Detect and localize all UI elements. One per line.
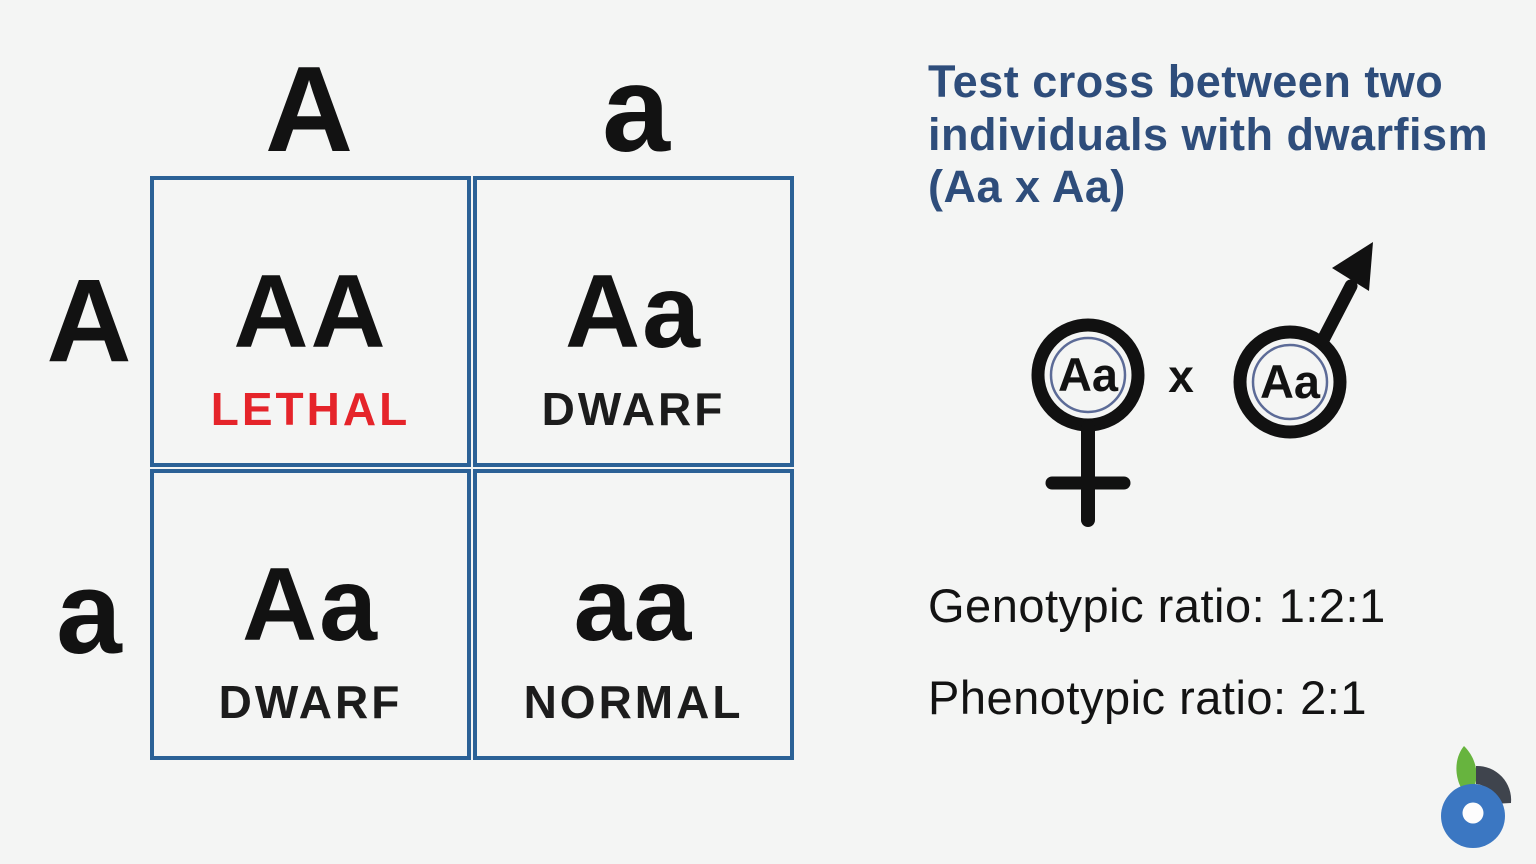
logo-swirl-shape [1476, 765, 1512, 804]
male-genotype-text: Aa [1260, 355, 1321, 408]
male-symbol-icon: Aa [1233, 242, 1373, 439]
phenotype-label: LETHAL [210, 382, 411, 435]
genotype-text: aa [573, 546, 694, 663]
punnett-cell-aa-normal: aa NORMAL [473, 469, 794, 760]
genotype-text: AA [233, 253, 388, 370]
punnett-col-header-a: a [602, 41, 670, 177]
punnett-cell-Aa-dwarf-bottom: Aa DWARF [150, 469, 471, 760]
cross-title-line-3: (Aa x Aa) [928, 161, 1126, 213]
punnett-row-header-a: a [56, 547, 122, 679]
phenotype-label: DWARF [218, 675, 403, 728]
cross-title-line-1: Test cross between two [928, 56, 1444, 107]
cross-x-label: x [1168, 350, 1194, 402]
phenotype-label: NORMAL [523, 675, 744, 728]
punnett-square: AA LETHAL Aa DWARF Aa DWARF aa NORMAL [150, 176, 794, 760]
female-symbol-icon: Aa [1031, 318, 1145, 527]
cross-title: Test cross between two individuals with … [928, 56, 1488, 214]
parental-cross-diagram: Aa x Aa [1031, 242, 1373, 527]
genotype-text: Aa [242, 546, 379, 663]
punnett-row-header-A: A [46, 255, 132, 387]
genotypic-ratio-text: Genotypic ratio: 1:2:1 [928, 579, 1386, 632]
biology-online-logo [1441, 746, 1512, 848]
punnett-cell-Aa-dwarf-top: Aa DWARF [473, 176, 794, 467]
punnett-col-header-A: A [264, 41, 354, 177]
phenotypic-ratio-text: Phenotypic ratio: 2:1 [928, 671, 1367, 724]
genotype-text: Aa [565, 253, 702, 370]
phenotype-label: DWARF [541, 382, 726, 435]
cross-title-line-2: individuals with dwarfism [928, 108, 1489, 160]
female-genotype-text: Aa [1058, 348, 1119, 401]
punnett-cell-AA-lethal: AA LETHAL [150, 176, 471, 467]
